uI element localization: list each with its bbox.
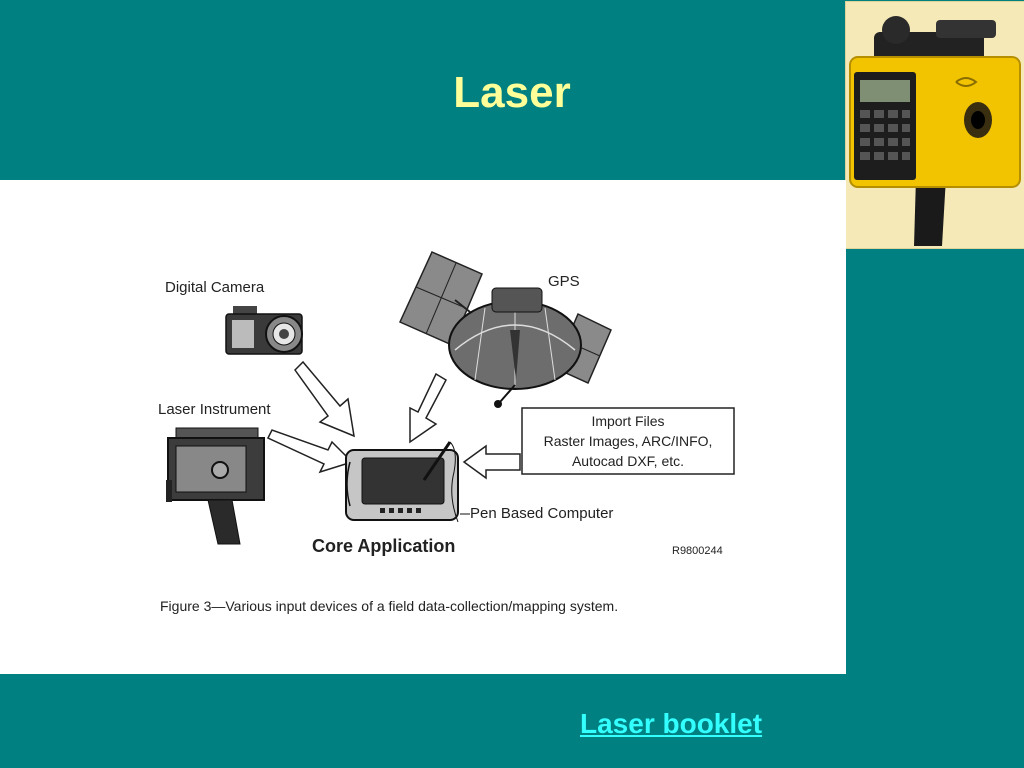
laser-device-photo <box>845 1 1024 249</box>
import-files-box <box>521 407 735 475</box>
label-import-formats: Raster Images, ARC/INFO, <box>544 433 713 449</box>
figure-panel: Digital Camera GPS <box>0 180 846 674</box>
arrow-gps-to-computer <box>409 372 447 444</box>
arrow-camera-to-computer <box>294 360 355 438</box>
label-digital-camera: Digital Camera <box>165 279 265 296</box>
gps-satellite-icon <box>399 251 612 408</box>
laser-instrument-icon <box>166 427 265 545</box>
arrow-laser-to-computer <box>266 429 354 474</box>
pen-based-computer-icon <box>345 441 470 523</box>
label-import-files: Import Files <box>591 413 664 429</box>
label-reference-code: R9800244 <box>672 545 723 557</box>
digital-camera-icon <box>225 306 303 355</box>
arrow-import-to-computer <box>462 444 521 480</box>
laser-booklet-link[interactable]: Laser booklet <box>580 708 763 739</box>
label-gps: GPS <box>548 273 580 290</box>
label-laser-instrument: Laser Instrument <box>158 401 271 418</box>
figure-caption: Figure 3—Various input devices of a fiel… <box>160 598 618 614</box>
label-import-formats-2: Autocad DXF, etc. <box>572 453 684 469</box>
label-pen-based-computer: Pen Based Computer <box>470 505 613 522</box>
field-data-collection-diagram: Digital Camera GPS <box>158 251 735 614</box>
slide-title: Laser <box>453 68 571 117</box>
label-core-application: Core Application <box>312 536 455 556</box>
laser-device-illustration <box>849 16 1021 246</box>
